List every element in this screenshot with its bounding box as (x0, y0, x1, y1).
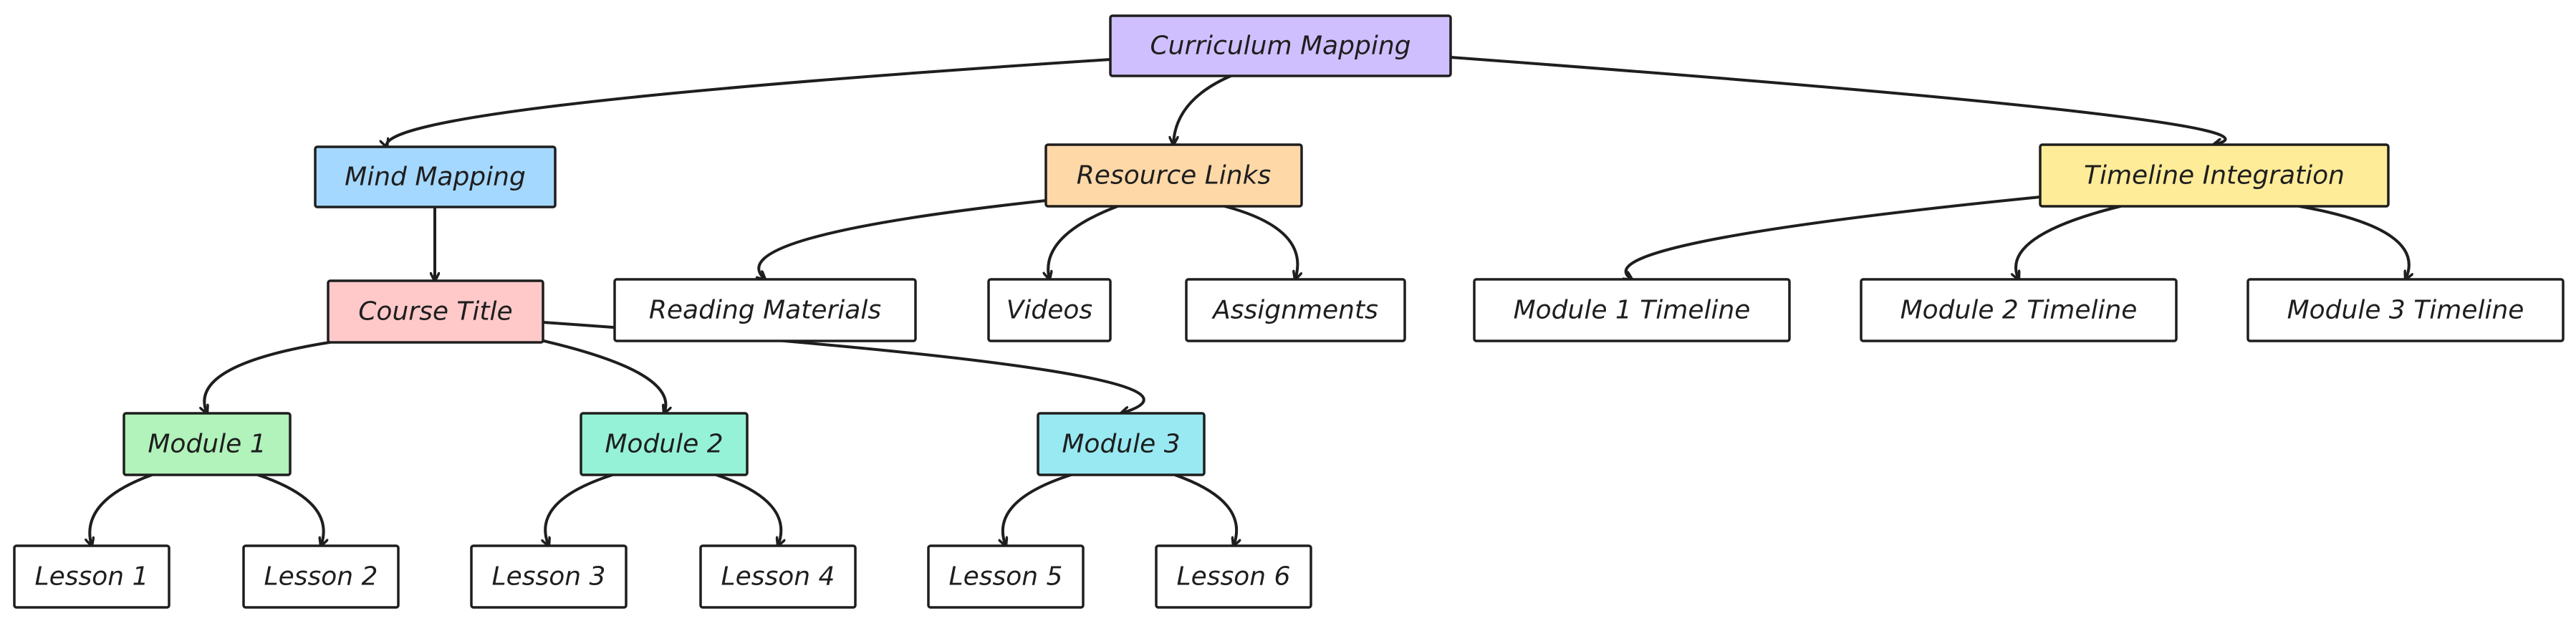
edge-resource-links-to-reading-materials (759, 199, 1047, 279)
node-box-lesson-2 (242, 544, 400, 609)
node-box-timeline-integration (2039, 143, 2390, 208)
node-box-module-3-timeline (2246, 278, 2565, 342)
node-lesson-4[interactable]: Lesson 4 (699, 544, 857, 609)
node-box-lesson-6 (1155, 544, 1312, 609)
node-assignments[interactable]: Assignments (1185, 278, 1406, 342)
node-label-reading-materials: Reading Materials (649, 296, 881, 325)
node-module-2-timeline[interactable]: Module 2 Timeline (1860, 278, 2178, 342)
edge-curriculum-mapping-to-resource-links (1173, 74, 1232, 145)
node-box-lesson-4 (699, 544, 857, 609)
edge-resource-links-to-assignments (1224, 205, 1297, 279)
node-box-module-2-timeline (1860, 278, 2178, 342)
node-label-lesson-6: Lesson 6 (1177, 562, 1291, 592)
node-label-timeline-integration: Timeline Integration (2084, 161, 2345, 191)
node-label-lesson-3: Lesson 3 (492, 562, 606, 592)
node-label-module-1-timeline: Module 1 Timeline (1514, 296, 1751, 325)
node-label-module-2-timeline: Module 2 Timeline (1900, 296, 2138, 325)
node-box-module-3 (1037, 412, 1206, 476)
node-lesson-3[interactable]: Lesson 3 (470, 544, 628, 609)
edge-course-title-to-module-1 (204, 341, 331, 413)
edge-module-1-to-lesson-1 (90, 473, 153, 546)
node-label-module-1: Module 1 (148, 430, 266, 459)
node-label-lesson-4: Lesson 4 (721, 562, 835, 592)
node-box-lesson-5 (927, 544, 1085, 609)
node-label-module-2: Module 2 (605, 430, 723, 459)
edge-timeline-integration-to-module-3-timeline (2298, 205, 2409, 279)
edge-course-title-to-module-2 (539, 339, 665, 413)
node-lesson-6[interactable]: Lesson 6 (1155, 544, 1312, 609)
node-label-curriculum-mapping: Curriculum Mapping (1150, 32, 1411, 61)
edge-timeline-integration-to-module-2-timeline (2016, 205, 2122, 279)
edge-resource-links-to-videos (1048, 205, 1119, 279)
node-box-videos (987, 278, 1112, 342)
node-box-module-1-timeline (1473, 278, 1791, 342)
node-mind-mapping[interactable]: Mind Mapping (314, 145, 557, 208)
edge-curriculum-mapping-to-timeline-integration (1449, 56, 2227, 145)
node-box-module-1 (122, 412, 292, 476)
node-label-module-3: Module 3 (1062, 430, 1180, 459)
edge-module-2-to-lesson-3 (545, 473, 614, 546)
node-module-2[interactable]: Module 2 (580, 412, 749, 476)
node-box-reading-materials (613, 278, 917, 342)
node-label-mind-mapping: Mind Mapping (345, 163, 526, 192)
node-course-title[interactable]: Course Title (327, 279, 544, 344)
edge-module-3-to-lesson-5 (1003, 473, 1072, 546)
edge-curriculum-mapping-to-mind-mapping (387, 58, 1112, 147)
node-label-assignments: Assignments (1211, 296, 1378, 325)
edges-layer (90, 56, 2409, 546)
node-label-lesson-5: Lesson 5 (949, 562, 1063, 592)
edge-module-1-to-lesson-2 (256, 473, 324, 546)
node-label-lesson-2: Lesson 2 (264, 562, 378, 592)
node-curriculum-mapping[interactable]: Curriculum Mapping (1109, 14, 1452, 77)
node-module-1-timeline[interactable]: Module 1 Timeline (1473, 278, 1791, 342)
node-box-mind-mapping (314, 145, 557, 208)
node-label-resource-links: Resource Links (1077, 161, 1271, 191)
node-lesson-1[interactable]: Lesson 1 (13, 544, 170, 609)
node-box-curriculum-mapping (1109, 14, 1452, 77)
node-resource-links[interactable]: Resource Links (1044, 143, 1303, 208)
node-lesson-2[interactable]: Lesson 2 (242, 544, 400, 609)
node-reading-materials[interactable]: Reading Materials (613, 278, 917, 342)
node-label-course-title: Course Title (358, 297, 512, 327)
node-module-3[interactable]: Module 3 (1037, 412, 1206, 476)
node-box-module-2 (580, 412, 749, 476)
node-module-3-timeline[interactable]: Module 3 Timeline (2246, 278, 2565, 342)
edge-module-2-to-lesson-4 (715, 473, 781, 546)
node-box-lesson-3 (470, 544, 628, 609)
node-lesson-5[interactable]: Lesson 5 (927, 544, 1085, 609)
node-box-resource-links (1044, 143, 1303, 208)
node-videos[interactable]: Videos (987, 278, 1112, 342)
node-box-lesson-1 (13, 544, 170, 609)
node-label-lesson-1: Lesson 1 (35, 562, 149, 592)
node-timeline-integration[interactable]: Timeline Integration (2039, 143, 2390, 208)
edge-module-3-to-lesson-6 (1173, 473, 1236, 546)
node-module-1[interactable]: Module 1 (122, 412, 292, 476)
node-label-videos: Videos (1006, 296, 1092, 325)
edge-timeline-integration-to-module-1-timeline (1626, 196, 2042, 279)
node-box-course-title (327, 279, 544, 344)
node-label-module-3-timeline: Module 3 Timeline (2287, 296, 2524, 325)
node-box-assignments (1185, 278, 1406, 342)
